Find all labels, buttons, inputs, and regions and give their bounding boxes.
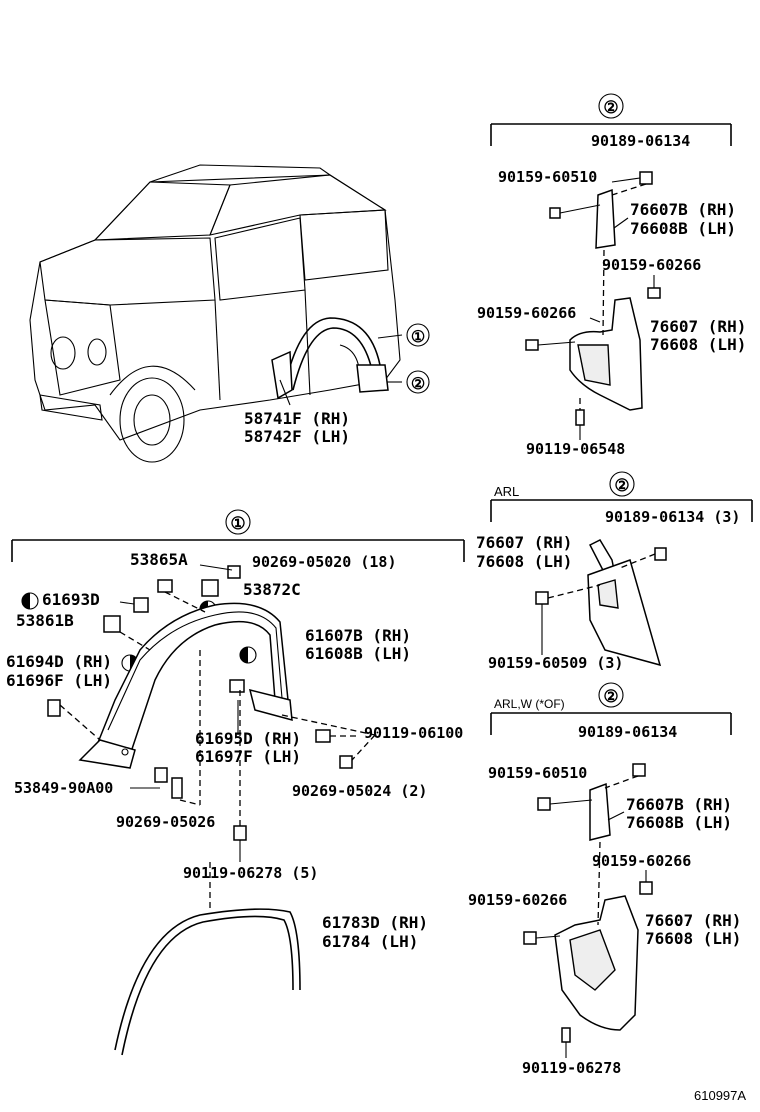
group2b-title: ② (614, 476, 629, 496)
g2a-90189-06134: 90189-06134 (591, 132, 690, 150)
group2b-variant: ARL (494, 484, 519, 499)
group2c-parts-drawing (523, 763, 653, 1058)
g1-53861b: 53861B (16, 611, 74, 630)
g2c-90189-06134: 90189-06134 (578, 723, 677, 741)
g2a-76607b: 76607B (RH) (630, 200, 736, 219)
g1-61697f: 61697F (LH) (195, 747, 301, 766)
group2c-bracket (490, 682, 732, 735)
g1-61608b: 61608B (LH) (305, 644, 411, 663)
group2b-bracket (490, 471, 753, 522)
group2a-parts-drawing (525, 171, 661, 440)
group2b-parts-drawing (535, 539, 667, 667)
g2c-76608b: 76608B (LH) (626, 813, 732, 832)
g2b-90159-60509: 90159-60509 (3) (488, 654, 623, 672)
group2c-title: ② (603, 687, 618, 707)
g1-90269-05020: 90269-05020 (18) (252, 553, 397, 571)
diagram-id: 610997A (694, 1088, 746, 1103)
vehicle-callout-one: ① (411, 327, 425, 346)
g2a-90159-60266-a: 90159-60266 (602, 256, 701, 274)
g1-90119-06100: 90119-06100 (364, 724, 463, 742)
g2c-90159-60266-a: 90159-60266 (592, 852, 691, 870)
g1-61783d: 61783D (RH) (322, 913, 428, 932)
group2c-variant: ARL,W (*OF) (494, 697, 565, 711)
g2b-76608: 76608 (LH) (476, 552, 572, 571)
g2a-76608b: 76608B (LH) (630, 219, 736, 238)
g2c-90159-60510: 90159-60510 (488, 764, 587, 782)
vehicle-illustration (29, 164, 430, 463)
part-58741f-label: 58741F (RH) (244, 409, 350, 428)
group1-parts-drawing (21, 564, 376, 1056)
part-58742f-label: 58742F (LH) (244, 427, 350, 446)
g2c-90159-60266-b: 90159-60266 (468, 891, 567, 909)
g2a-90119-06548: 90119-06548 (526, 440, 625, 458)
g1-61784: 61784 (LH) (322, 932, 418, 951)
g1-61696f: 61696F (LH) (6, 671, 112, 690)
g2c-90119-06278: 90119-06278 (522, 1059, 621, 1077)
g1-90269-05026: 90269-05026 (116, 813, 215, 831)
group1-bracket (11, 509, 465, 562)
g2c-76608: 76608 (LH) (645, 929, 741, 948)
group1-title: ① (230, 514, 245, 534)
g1-90119-06278: 90119-06278 (5) (183, 864, 318, 882)
vehicle-callout-two: ② (411, 374, 425, 393)
g1-61693d: 61693D (42, 590, 100, 609)
g2a-76608: 76608 (LH) (650, 335, 746, 354)
g1-53872c: 53872C (243, 580, 301, 599)
g2b-90189-06134: 90189-06134 (3) (605, 508, 740, 526)
g1-90269-05024: 90269-05024 (2) (292, 782, 427, 800)
g1-53865a: 53865A (130, 550, 188, 569)
g2b-76607: 76607 (RH) (476, 533, 572, 552)
g1-53849-90a00: 53849-90A00 (14, 779, 113, 797)
group2a-bracket (490, 93, 732, 146)
group2a-title: ② (603, 98, 618, 118)
g1-61607b: 61607B (RH) (305, 626, 411, 645)
g2a-76607: 76607 (RH) (650, 317, 746, 336)
g2c-76607b: 76607B (RH) (626, 795, 732, 814)
g2c-76607: 76607 (RH) (645, 911, 741, 930)
g1-61694d: 61694D (RH) (6, 652, 112, 671)
g1-61695d: 61695D (RH) (195, 729, 301, 748)
g2a-90159-60510: 90159-60510 (498, 168, 597, 186)
g2a-90159-60266-b: 90159-60266 (477, 304, 576, 322)
